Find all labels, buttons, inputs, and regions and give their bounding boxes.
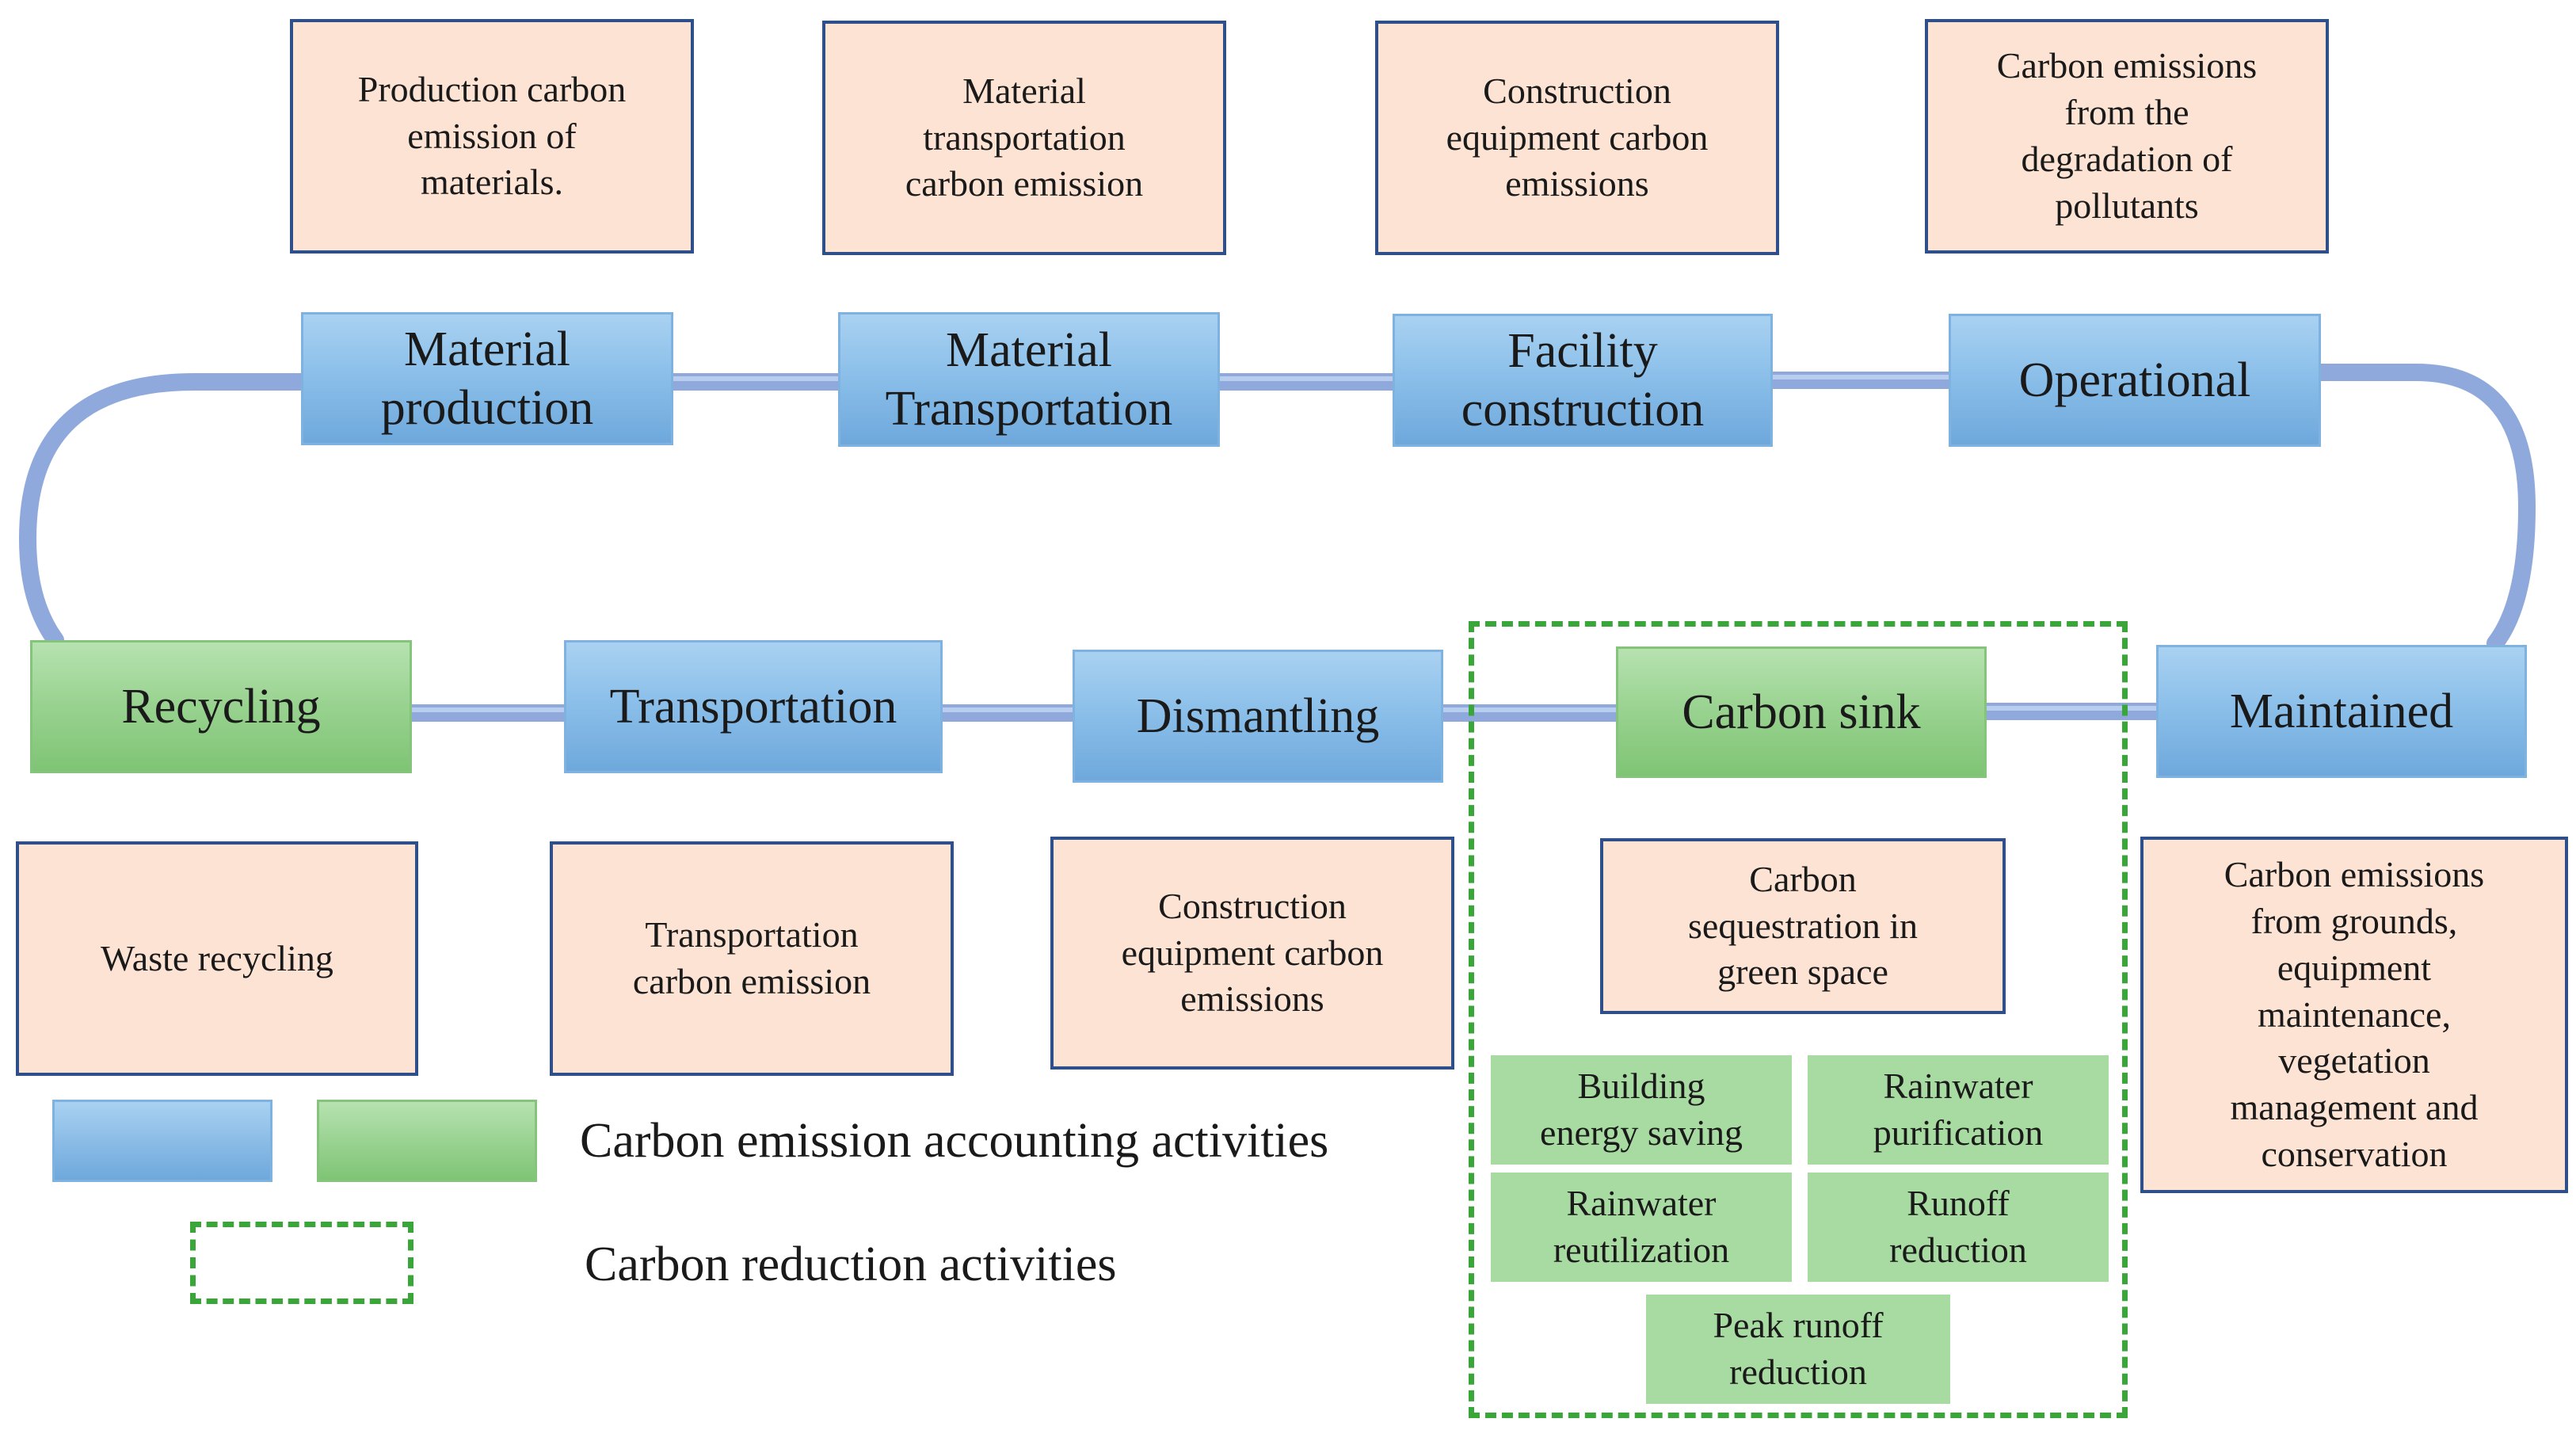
note-waste-recycling: Waste recycling: [16, 841, 418, 1076]
carbon-reduction-region: [1469, 621, 2128, 1418]
legend-swatch-green: [317, 1100, 537, 1182]
stage-material-production: Material production: [301, 312, 673, 445]
note-facility-construction: Construction equipment carbon emissions: [1375, 21, 1779, 255]
note-carbon-sink: Carbon sequestration in green space: [1600, 838, 2006, 1014]
legend-dashed-swatch: [190, 1222, 413, 1304]
reduction-building-energy-saving: Building energy saving: [1491, 1055, 1792, 1165]
reduction-peak-runoff: Peak runoff reduction: [1646, 1295, 1950, 1404]
stage-material-transportation: Material Transportation: [838, 312, 1220, 447]
stage-maintained: Maintained: [2156, 645, 2527, 778]
stage-recycling: Recycling: [30, 640, 412, 773]
stage-facility-construction: Facility construction: [1393, 314, 1773, 447]
reduction-rainwater-purification: Rainwater purification: [1808, 1055, 2109, 1165]
note-operational: Carbon emissions from the degradation of…: [1925, 19, 2329, 254]
note-maintained: Carbon emissions from grounds, equipment…: [2140, 837, 2568, 1193]
reduction-rainwater-reutilization: Rainwater reutilization: [1491, 1173, 1792, 1282]
legend-swatch-blue: [52, 1100, 272, 1182]
note-material-transportation: Material transportation carbon emission: [822, 21, 1226, 255]
stage-transportation: Transportation: [564, 640, 943, 773]
legend-reduction-label: Carbon reduction activities: [585, 1237, 1117, 1291]
stage-operational: Operational: [1949, 314, 2321, 447]
stage-carbon-sink: Carbon sink: [1616, 646, 1987, 778]
note-dismantling: Construction equipment carbon emissions: [1050, 837, 1454, 1070]
note-transportation: Transportation carbon emission: [550, 841, 954, 1076]
stage-dismantling: Dismantling: [1073, 650, 1443, 783]
note-material-production: Production carbon emission of materials.: [290, 19, 694, 254]
legend-accounting-label: Carbon emission accounting activities: [580, 1114, 1329, 1168]
reduction-runoff-reduction: Runoff reduction: [1808, 1173, 2109, 1282]
